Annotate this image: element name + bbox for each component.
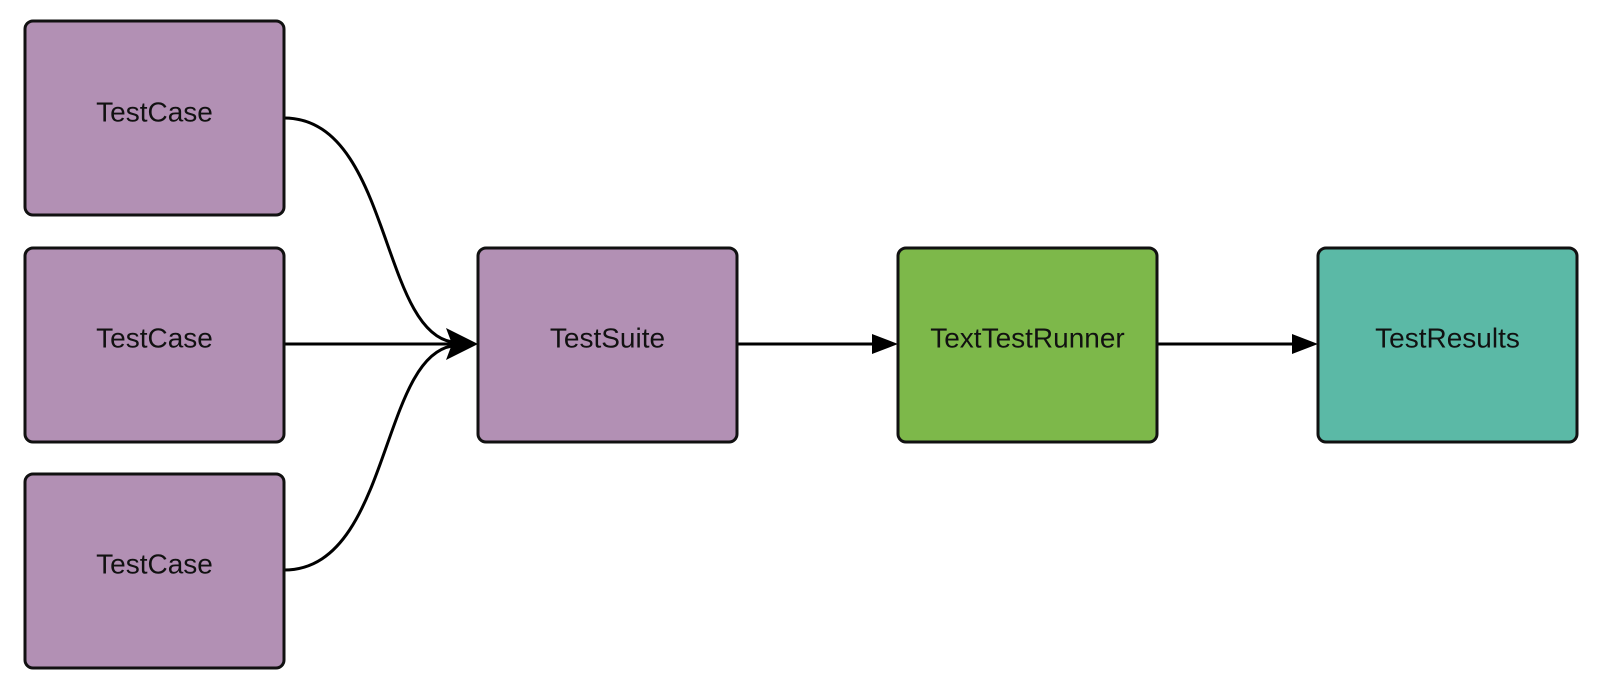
node-testsuite-box [476, 246, 739, 444]
edges [283, 116, 1318, 572]
node-testcase-1[interactable]: TestCase [23, 19, 286, 217]
node-testcase-2-box [23, 246, 286, 444]
node-testcase-1-box [23, 19, 286, 217]
node-test-results[interactable]: TestResults [1316, 246, 1579, 444]
node-test-results-label: TestResults [1375, 322, 1520, 353]
node-testcase-3[interactable]: TestCase [23, 472, 286, 670]
node-text-test-runner[interactable]: TextTestRunner [896, 246, 1159, 444]
arrowhead-testsuite-icon [446, 328, 478, 360]
node-test-results-box [1316, 246, 1579, 444]
node-text-test-runner-label: TextTestRunner [930, 322, 1125, 353]
node-testsuite-label: TestSuite [550, 322, 665, 353]
node-testcase-1-label: TestCase [96, 96, 213, 127]
node-testsuite[interactable]: TestSuite [476, 246, 739, 444]
edge-testcase-3-to-testsuite [283, 344, 453, 572]
node-testcase-2[interactable]: TestCase [23, 246, 286, 444]
node-testcase-3-box [23, 472, 286, 670]
node-testcase-2-label: TestCase [96, 322, 213, 353]
edge-testcase-1-to-testsuite [283, 116, 453, 344]
arrowhead-runner-icon [872, 334, 898, 354]
node-text-test-runner-box [896, 246, 1159, 444]
arrowhead-results-icon [1292, 334, 1318, 354]
node-testcase-3-label: TestCase [96, 548, 213, 579]
